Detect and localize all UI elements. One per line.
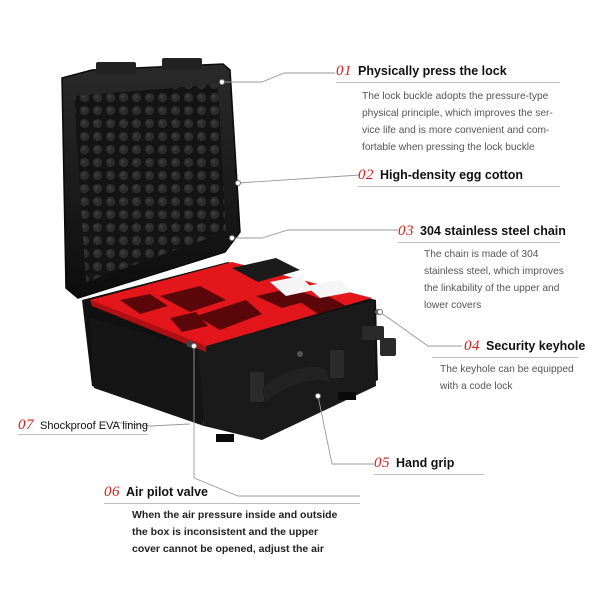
callout-title: Air pilot valve [126, 485, 208, 499]
desc-line: The keyhole can be equipped [440, 364, 574, 375]
callout-01: 01 Physically press the lock [336, 62, 507, 80]
divider [374, 474, 484, 475]
callout-title: Shockproof EVA lining [40, 420, 149, 432]
callout-number: 07 [18, 417, 34, 433]
divider [104, 503, 360, 504]
callout-title: Physically press the lock [358, 64, 507, 78]
desc-line: When the air pressure inside and outside [132, 509, 338, 521]
callout-05: 05 Hand grip [374, 454, 454, 472]
callout-03-description: The chain is made of 304 stainless steel… [424, 246, 564, 314]
desc-line: with a code lock [440, 381, 513, 392]
desc-line: the box is inconsistent and the upper [132, 526, 319, 538]
callout-number: 04 [464, 338, 480, 354]
callout-04-description: The keyhole can be equipped with a code … [440, 361, 574, 395]
desc-line: lower covers [424, 300, 482, 311]
callout-04: 04 Security keyhole [464, 337, 585, 355]
desc-line: physical principle, which improves the s… [362, 108, 553, 119]
desc-line: fortable when pressing the lock buckle [362, 142, 535, 153]
divider [432, 357, 578, 358]
desc-line: stainless steel, which improves [424, 266, 564, 277]
divider [336, 82, 560, 83]
desc-line: the linkability of the upper and [424, 283, 560, 294]
callout-title: 304 stainless steel chain [420, 224, 566, 238]
callout-number: 02 [358, 167, 374, 183]
callout-01-description: The lock buckle adopts the pressure-type… [362, 88, 553, 156]
desc-line: The lock buckle adopts the pressure-type [362, 91, 549, 102]
callout-number: 03 [398, 223, 414, 239]
divider [398, 242, 560, 243]
callout-03: 03 304 stainless steel chain [398, 222, 566, 240]
desc-line: cover cannot be opened, adjust the air [132, 543, 324, 555]
desc-line: The chain is made of 304 [424, 249, 539, 260]
callout-06-description: When the air pressure inside and outside… [132, 507, 337, 558]
callout-title: High-density egg cotton [380, 168, 524, 182]
callout-title: Hand grip [396, 456, 455, 470]
callout-title: Security keyhole [486, 339, 586, 353]
callout-number: 06 [104, 484, 120, 500]
callout-number: 01 [336, 63, 352, 79]
divider [358, 186, 560, 187]
divider [18, 434, 148, 435]
callout-02: 02 High-density egg cotton [358, 166, 523, 184]
callout-07: 07 Shockproof EVA lining [18, 416, 148, 434]
desc-line: vice life and is more convenient and com… [362, 125, 550, 136]
callout-06: 06 Air pilot valve [104, 483, 208, 501]
callout-number: 05 [374, 455, 390, 471]
